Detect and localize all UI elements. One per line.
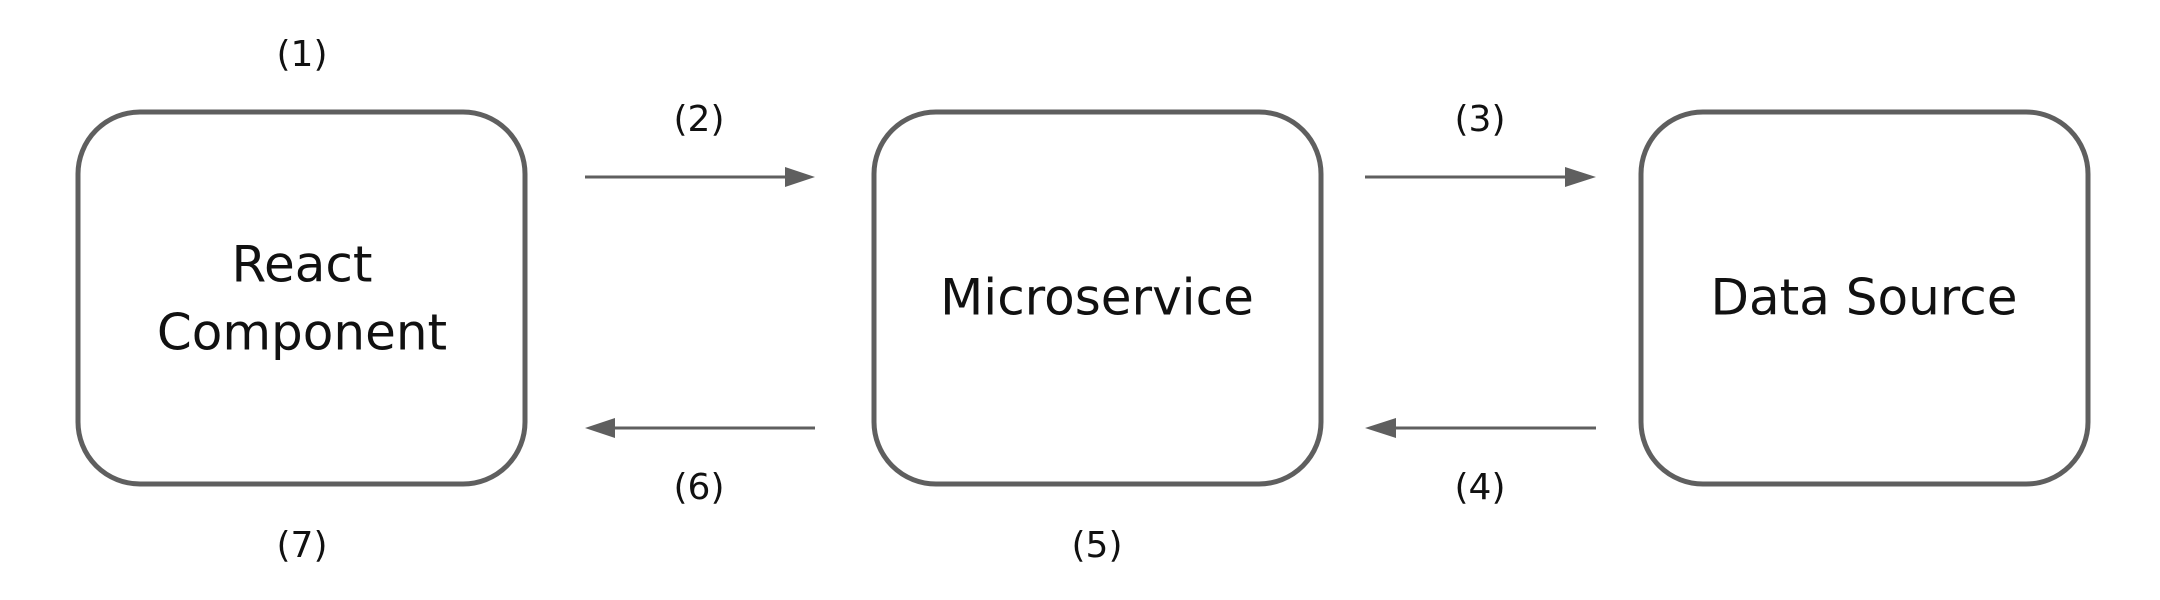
- arrowhead-right-icon: [785, 167, 815, 187]
- data-source-label: Data Source: [1710, 269, 2017, 327]
- data-source-box: [1638, 109, 2091, 487]
- arrowhead-right-icon: [1565, 167, 1596, 187]
- arrow-response-to-microservice: [1365, 418, 1596, 438]
- arrow-response-to-react: [585, 418, 815, 438]
- step-label-7: (7): [277, 525, 328, 566]
- react-component-node: React Component: [75, 109, 528, 487]
- step-label-3: (3): [1455, 99, 1506, 140]
- react-component-box: [75, 109, 528, 487]
- react-component-label-line2: Component: [157, 304, 447, 362]
- microservice-node: Microservice: [871, 109, 1324, 487]
- react-component-label-line1: React: [232, 236, 373, 294]
- arrowhead-left-icon: [1365, 418, 1396, 438]
- data-source-node: Data Source: [1638, 109, 2091, 487]
- microservice-label: Microservice: [940, 269, 1254, 327]
- arrow-request-to-data-source: [1365, 167, 1596, 187]
- step-label-6: (6): [674, 467, 725, 508]
- microservice-box: [871, 109, 1324, 487]
- arrow-request-to-microservice: [585, 167, 815, 187]
- step-label-4: (4): [1455, 467, 1506, 508]
- arrowhead-left-icon: [585, 418, 615, 438]
- step-label-5: (5): [1072, 525, 1123, 566]
- step-label-2: (2): [674, 99, 725, 140]
- step-label-1: (1): [277, 34, 328, 75]
